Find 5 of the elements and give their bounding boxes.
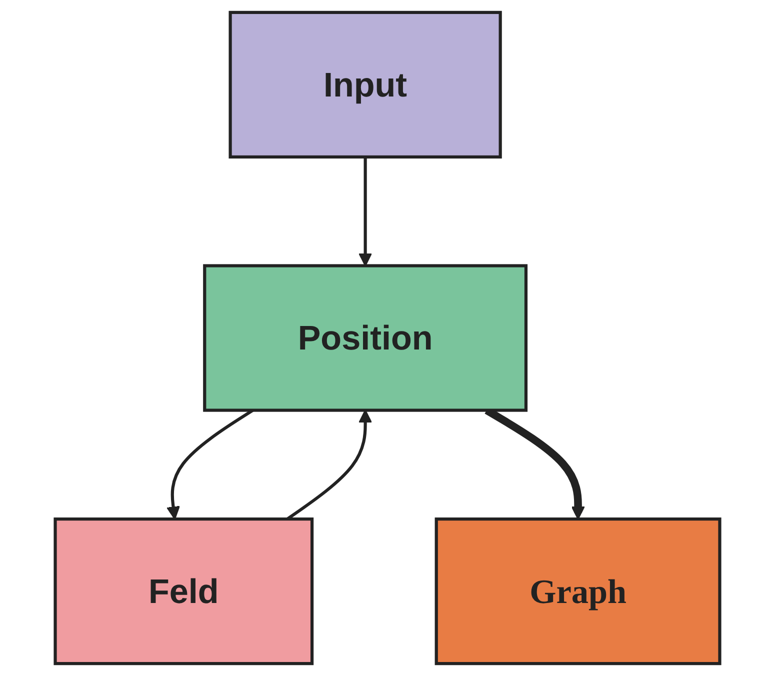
node-box: Graph (434, 518, 722, 666)
arrow (358, 156, 372, 266)
node-box: Feld (54, 518, 314, 666)
node-box: Input (228, 10, 502, 159)
node-box: Position (203, 264, 528, 412)
